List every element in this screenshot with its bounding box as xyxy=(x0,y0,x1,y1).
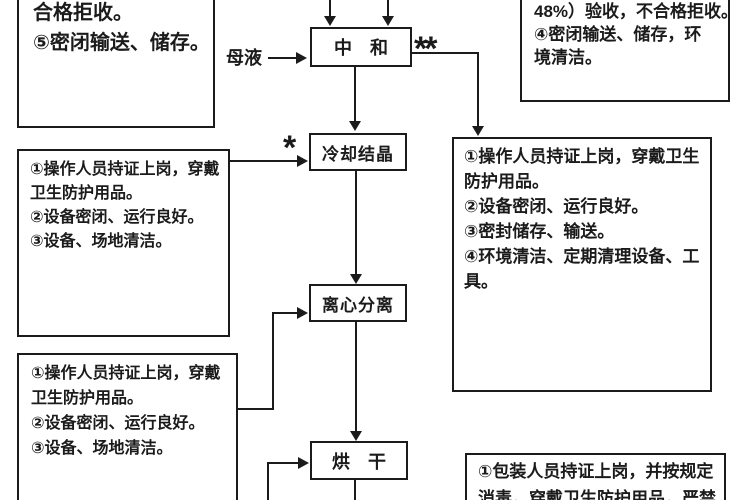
annotation-line: ⑤密闭输送、储存。 xyxy=(33,32,210,54)
annotation-box-top-right: 48%）验收，不合格拒收。 ④密闭输送、储存，环 境清洁。 xyxy=(520,0,739,102)
connector-feed-right-into-neutralize xyxy=(382,0,394,26)
connector-midleft-note-to-cooling xyxy=(230,155,308,167)
connector-feed-left-into-neutralize xyxy=(324,0,336,26)
connector-centrifuge-to-drying xyxy=(350,322,362,441)
process-node-label: 离心分离 xyxy=(322,295,394,315)
annotation-box-mid-left: ①操作人员持证上岗，穿戴 卫生防护用品。 ②设备密闭、运行良好。 ③设备、场地清… xyxy=(17,149,230,337)
annotation-line: 具。 xyxy=(464,272,498,291)
annotation-line: ③密封储存、输送。 xyxy=(464,222,615,241)
process-node-neutralize: 中 和 xyxy=(310,27,412,67)
annotation-line: 48%）验收，不合格拒收。 xyxy=(534,2,739,21)
process-node-centrifuge-separate: 离心分离 xyxy=(309,284,407,322)
annotation-line: ④环境清洁、定期清理设备、工 xyxy=(464,247,700,266)
star-marker: * xyxy=(283,129,297,167)
connector-bottom-note-to-drying xyxy=(267,457,309,500)
annotation-line: 消毒，穿戴卫生防护用品，严禁 xyxy=(478,489,716,500)
annotation-line: ②设备密闭、运行良好。 xyxy=(30,209,204,226)
annotation-line: ①操作人员持证上岗，穿戴 xyxy=(30,161,220,178)
annotation-line: 卫生防护用品。 xyxy=(30,185,143,202)
annotation-box-bottom-right: ①包装人员持证上岗，并按规定 消毒，穿戴卫生防护用品，严禁 xyxy=(465,453,726,500)
process-node-label: 中 和 xyxy=(334,38,388,58)
annotation-line: ①操作人员持证上岗，穿戴 xyxy=(31,365,221,382)
annotation-line: 防护用品。 xyxy=(464,172,549,191)
annotation-line: 合格拒收。 xyxy=(33,2,133,24)
annotation-line: ①操作人员持证上岗，穿戴卫生 xyxy=(464,147,700,166)
process-node-drying: 烘 干 xyxy=(310,441,408,480)
double-star-marker: ** xyxy=(414,30,438,68)
annotation-box-lower-left: ①操作人员持证上岗，穿戴 卫生防护用品。 ②设备密闭、运行良好。 ③设备、场地清… xyxy=(17,353,238,500)
process-node-label: 冷却结晶 xyxy=(322,144,394,164)
connector-neutralize-to-cooling xyxy=(349,67,361,131)
connector-mother-liquor-into-neutralize xyxy=(268,52,307,64)
connector-lowerleft-note-to-centrifuge xyxy=(238,307,308,410)
annotation-line: ①包装人员持证上岗，并按规定 xyxy=(478,462,714,481)
annotation-line: ④密闭输送、储存，环 xyxy=(534,25,702,44)
mother-liquor-label: 母液 xyxy=(226,48,262,68)
connector-cooling-to-centrifuge xyxy=(350,171,362,284)
annotation-box-right: ①操作人员持证上岗，穿戴卫生 防护用品。 ②设备密闭、运行良好。 ③密封储存、输… xyxy=(452,137,712,392)
annotation-line: 卫生防护用品。 xyxy=(31,390,144,407)
process-node-cooling-crystallize: 冷却结晶 xyxy=(309,133,407,171)
annotation-line: ②设备密闭、运行良好。 xyxy=(31,415,205,432)
annotation-line: ③设备、场地清洁。 xyxy=(30,233,172,250)
annotation-line: ②设备密闭、运行良好。 xyxy=(464,197,649,216)
annotation-line: 境清洁。 xyxy=(534,48,602,67)
process-node-label: 烘 干 xyxy=(332,451,386,472)
annotation-box-top-left: 合格拒收。 ⑤密闭输送、储存。 xyxy=(17,0,215,128)
annotation-line: ③设备、场地清洁。 xyxy=(31,440,173,457)
